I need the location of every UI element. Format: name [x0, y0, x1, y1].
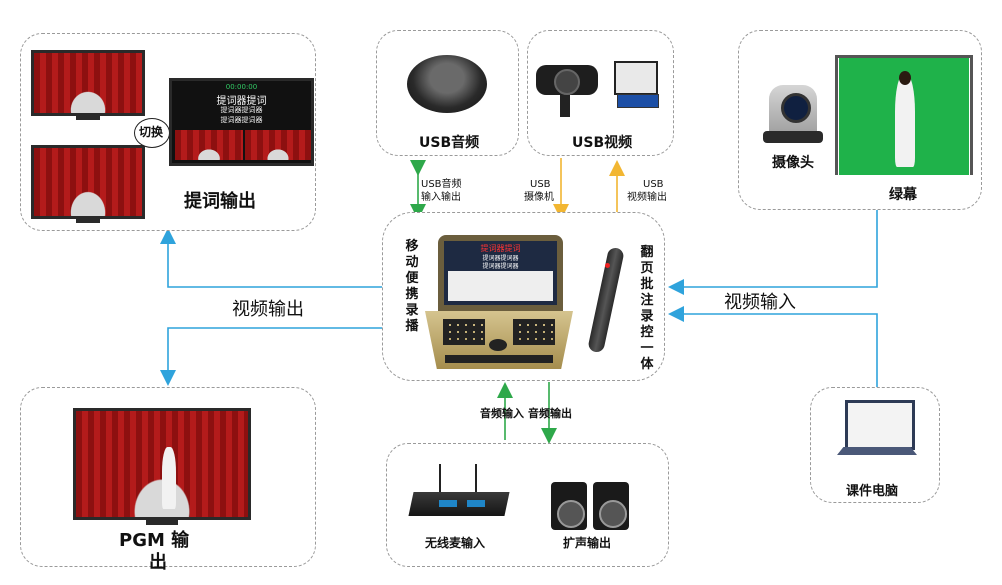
- edge-video-in-label: 视频输入: [724, 292, 796, 313]
- pgm-label-line2: 出: [149, 552, 167, 573]
- prompter-line-2: 提词器提词器: [220, 106, 263, 114]
- center-right-label: 翻页批注录控一体: [640, 245, 654, 372]
- monitor-bottom-left: [31, 145, 145, 219]
- greenscreen-image: [835, 55, 973, 175]
- pgm-label-line1: PGM 输: [119, 530, 190, 551]
- pgm-box: PGM 输 出: [20, 387, 316, 573]
- edge-usb-camera-line1: USB: [530, 179, 551, 190]
- greenscreen-label: 绿幕: [889, 187, 917, 203]
- prompter-line-1: 提词器提词: [216, 96, 267, 107]
- usb-video-box: USB视频: [527, 30, 674, 156]
- edge-video-out-label: 视频输出: [232, 299, 304, 320]
- courseware-label: 课件电脑: [846, 484, 899, 499]
- edge-audio-in-label: 音频输入: [480, 407, 524, 420]
- center-recorder-box: 移动便携录播 提词器提词 提词器提词器 提词器提词器 翻页批注录控一体: [382, 212, 665, 381]
- center-left-label: 移动便携录播: [405, 239, 419, 334]
- camera-greenscreen-box: 摄像头 绿幕: [738, 30, 982, 210]
- speaker-right-icon: [593, 482, 629, 530]
- audio-devices-box: 无线麦输入 扩声输出: [386, 443, 669, 567]
- center-screen-line-1: 提词器提词器: [482, 255, 519, 262]
- center-screen-line-2: 提词器提词器: [482, 263, 519, 270]
- recorder-base: [425, 311, 573, 369]
- speaker-label: 扩声输出: [563, 536, 612, 550]
- center-screen-title: 提词器提词: [480, 244, 521, 253]
- recorder-lid: 提词器提词 提词器提词器 提词器提词器: [438, 235, 563, 311]
- video-out-pgm-arrow: [160, 327, 390, 386]
- usb-audio-box: USB音频: [376, 30, 519, 156]
- monitor-icon: [614, 61, 658, 95]
- wireless-mic-receiver: [408, 492, 510, 516]
- courseware-box: 课件电脑: [810, 387, 940, 503]
- pgm-monitor: [73, 408, 251, 520]
- greenscreen-input-arrow: [668, 210, 878, 295]
- edge-usb-audio-line2: 输入输出: [421, 192, 461, 203]
- speaker-left-icon: [551, 482, 587, 530]
- prompter-line-3: 提词器提词器: [220, 116, 263, 124]
- edge-usb-camera-line2: 摄像机: [524, 192, 554, 203]
- prompter-time: 00:00:00: [225, 83, 258, 91]
- camera-label: 摄像头: [772, 155, 814, 171]
- edge-usb-video-line1: USB: [643, 179, 664, 190]
- laptop-icon: [845, 400, 915, 450]
- teleprompter-box: 切换 00:00:00 提词器提词 提词器提词器 提词器提词器 提词输出: [20, 33, 316, 231]
- speakerphone-icon: [407, 55, 487, 113]
- edge-usb-audio-line1: USB音频: [421, 179, 462, 190]
- mic-label: 无线麦输入: [425, 536, 486, 550]
- teleprompter-monitor: 00:00:00 提词器提词 提词器提词器 提词器提词器: [169, 78, 314, 166]
- courseware-input-arrow: [668, 306, 878, 392]
- video-out-teleprompter-arrow: [160, 228, 390, 288]
- switch-label: 切换: [139, 125, 164, 139]
- teleprompter-label: 提词输出: [184, 191, 256, 212]
- monitor-top-left: [31, 50, 145, 116]
- usb-audio-label: USB音频: [419, 135, 480, 151]
- edge-audio-out-label: 音频输出: [528, 407, 572, 420]
- edge-usb-video-line2: 视频输出: [627, 192, 667, 203]
- usb-video-label: USB视频: [572, 135, 633, 151]
